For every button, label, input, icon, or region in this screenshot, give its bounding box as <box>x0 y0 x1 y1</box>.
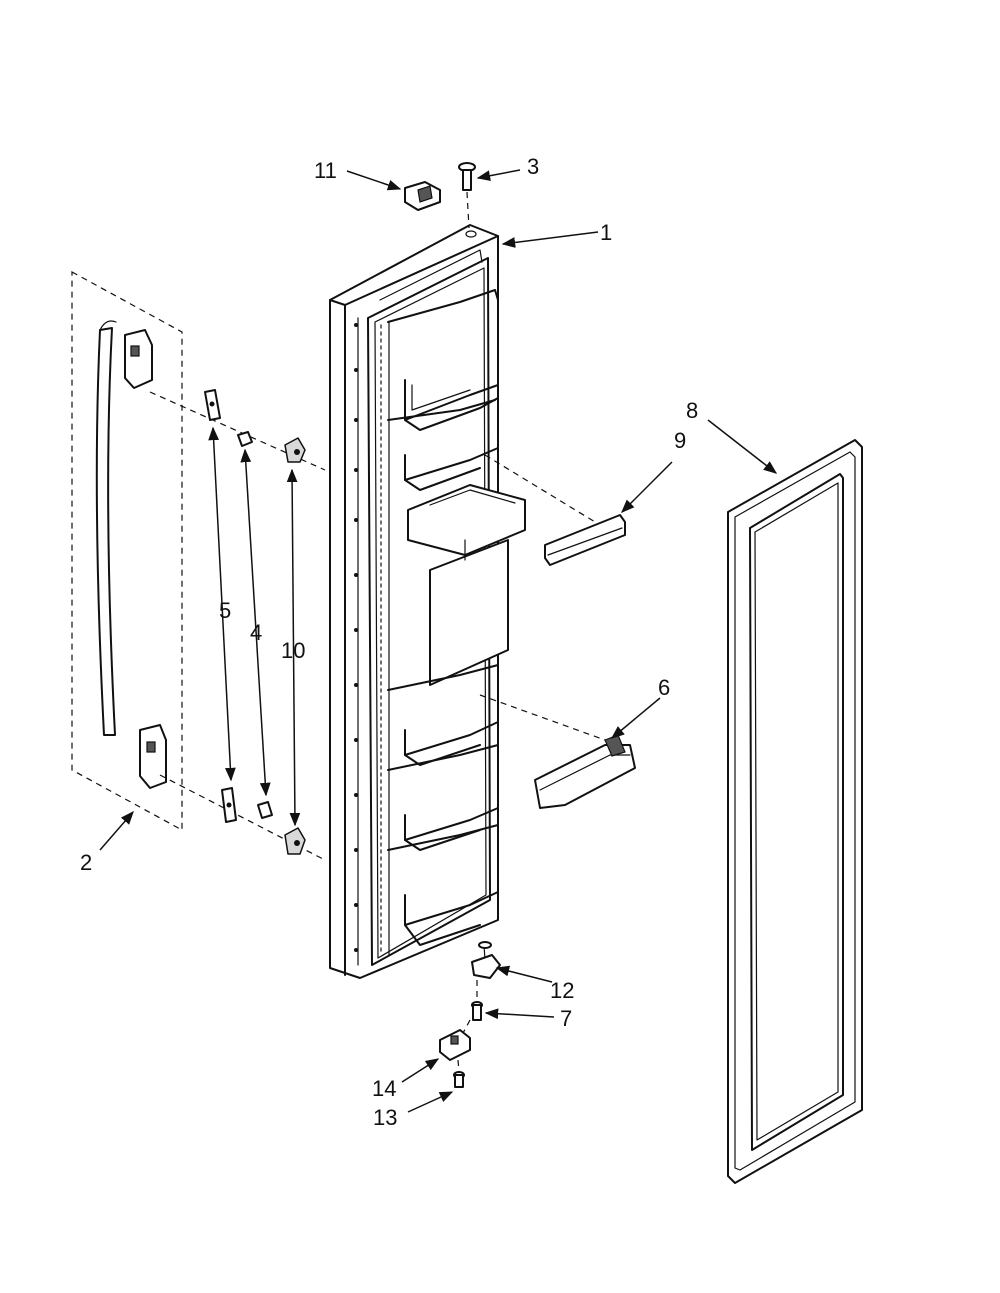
handle-assembly <box>71 270 183 832</box>
callout-8: 8 <box>686 398 698 423</box>
callout-12-leader <box>495 965 553 983</box>
door-shelf-3 <box>387 664 499 766</box>
callout-5-arrow <box>208 426 236 782</box>
callout-2: 2 <box>80 850 92 875</box>
callout-11-leader <box>346 170 402 191</box>
door-bin <box>479 694 636 809</box>
callout-11: 11 <box>314 158 337 183</box>
callout-6: 6 <box>658 675 670 700</box>
bottom-hinge-screw <box>471 980 483 1021</box>
callout-10-arrow <box>286 468 301 827</box>
callout-12: 12 <box>550 978 574 1003</box>
door-shelf-5 <box>387 824 499 946</box>
callout-13-leader <box>407 1091 454 1113</box>
callout-8-leader <box>707 419 778 474</box>
callout-7: 7 <box>560 1006 572 1031</box>
callout-2-leader <box>99 810 134 851</box>
callout-9: 9 <box>674 428 686 453</box>
door-gasket <box>727 439 863 1184</box>
top-hinge-screw <box>458 162 476 229</box>
bottom-hinge <box>471 941 501 979</box>
handle-mounting-hardware-top <box>149 389 326 471</box>
door-shelf-1 <box>387 289 499 431</box>
callout-1-leader <box>501 231 599 248</box>
callout-6-leader <box>610 697 661 739</box>
callout-7-leader <box>484 1008 555 1020</box>
callout-3-leader <box>476 169 521 182</box>
top-hinge-cover <box>404 181 441 211</box>
callout-14: 14 <box>372 1076 396 1101</box>
callout-5: 5 <box>219 598 231 623</box>
callout-14-leader <box>401 1058 440 1083</box>
callout-10: 10 <box>281 638 305 663</box>
callout-4-arrow <box>240 448 271 797</box>
door-shelf-2 <box>387 399 499 491</box>
bottom-hinge-bracket <box>439 1019 471 1061</box>
callout-4: 4 <box>250 620 262 645</box>
callout-9-leader <box>621 461 673 513</box>
callout-3: 3 <box>527 154 539 179</box>
door-assembly <box>329 224 526 979</box>
dispenser-box <box>407 484 526 686</box>
door-shelf-4 <box>387 744 499 851</box>
callout-1: 1 <box>600 220 612 245</box>
bottom-hinge-bolt <box>453 1059 465 1088</box>
handle-mounting-hardware-bottom <box>159 774 326 861</box>
callout-13: 13 <box>373 1105 397 1130</box>
shelf-trim <box>484 454 626 566</box>
